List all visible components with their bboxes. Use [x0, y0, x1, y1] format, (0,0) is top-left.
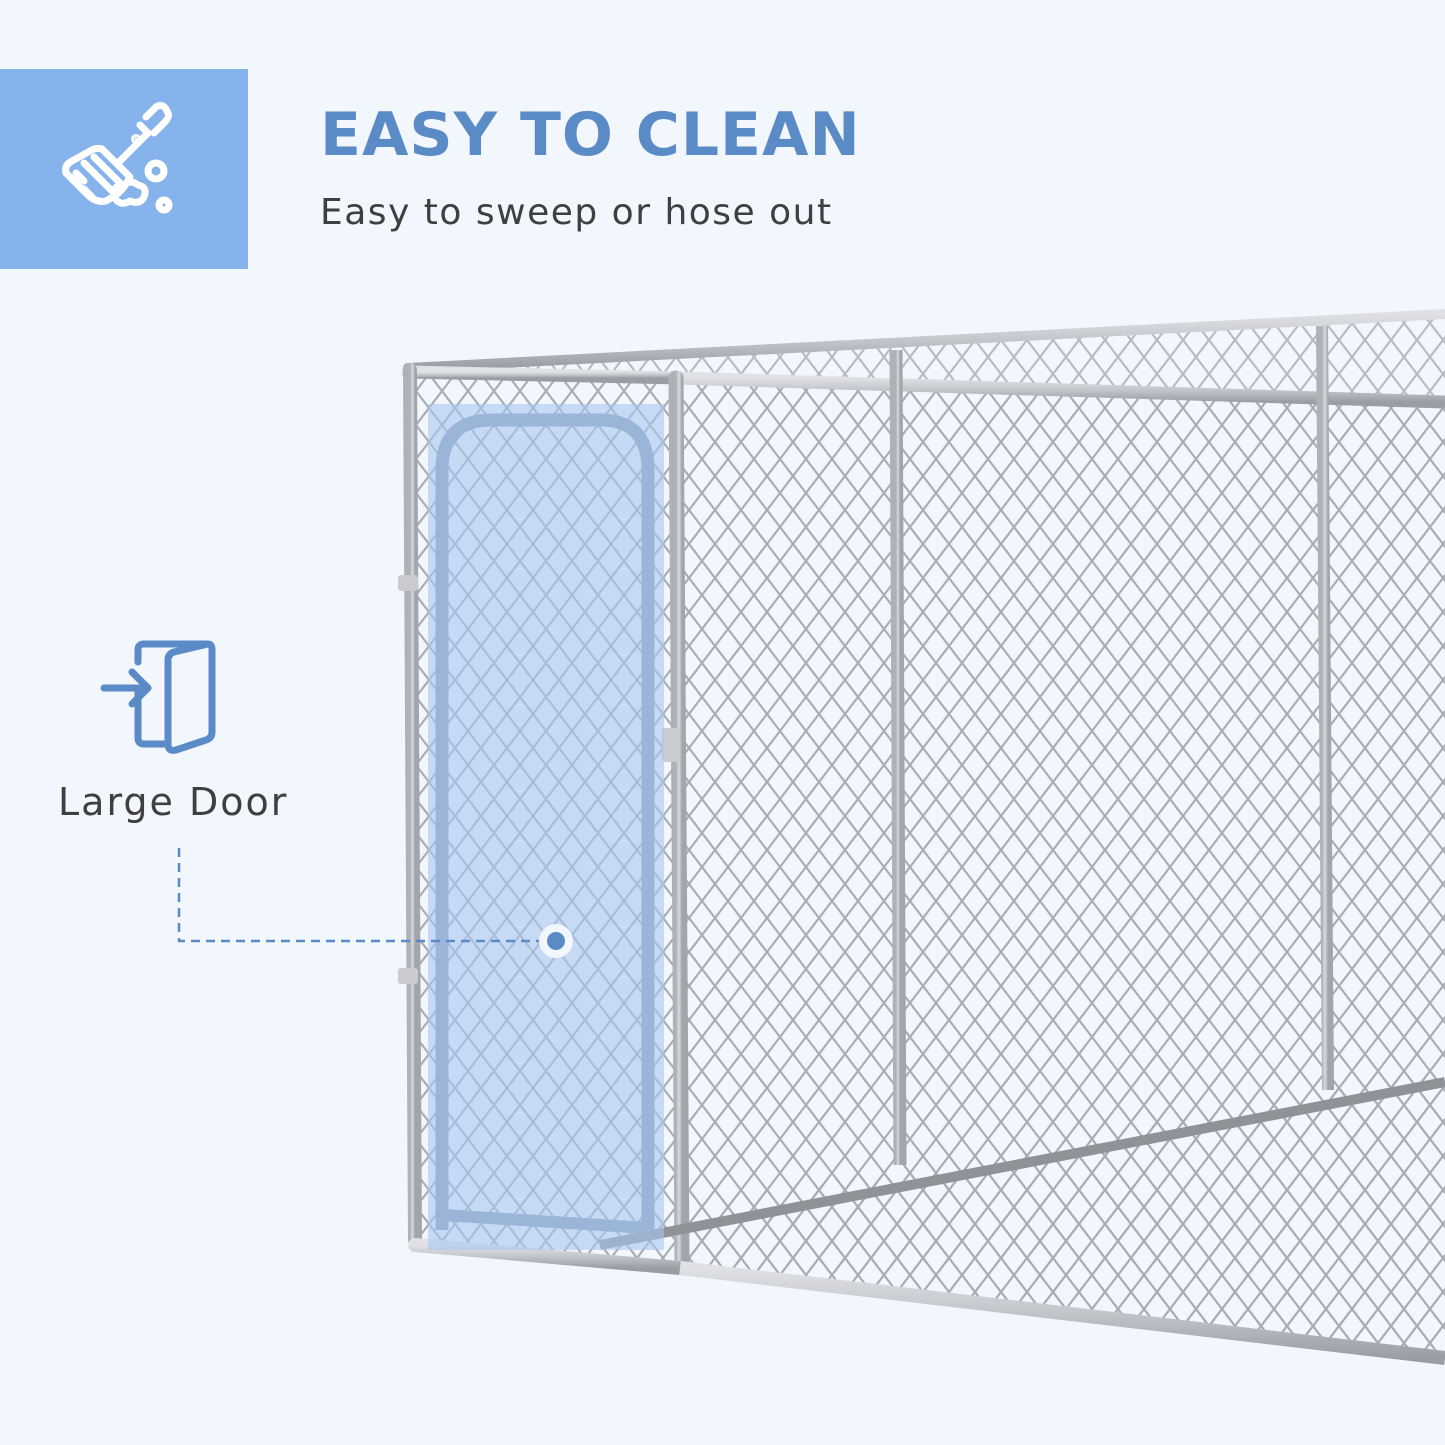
- feature-title: EASY TO CLEAN: [320, 100, 861, 170]
- feature-icon-box: [0, 69, 248, 269]
- feature-subtitle: Easy to sweep or hose out: [320, 192, 833, 233]
- door-enter-icon: [98, 638, 218, 762]
- broom-cleaning-icon: [44, 87, 204, 251]
- door-highlight: [428, 404, 664, 1250]
- door-callout-label: Large Door: [58, 780, 289, 824]
